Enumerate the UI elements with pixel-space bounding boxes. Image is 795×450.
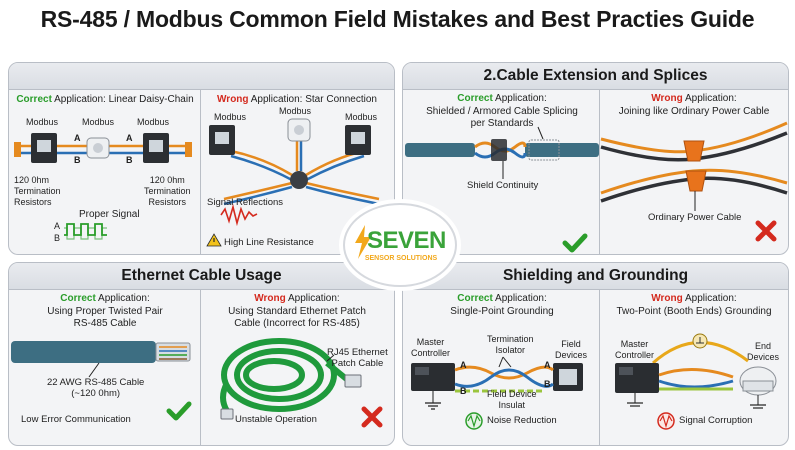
correct-caption: Correct Application: Linear Daisy-Chain (11, 94, 199, 107)
line-a-label: A (126, 133, 133, 143)
signal-b-label: B (54, 233, 61, 243)
termination-left: 120 0hm Termination Resistors (14, 175, 61, 207)
reflections-label: Signal Reflections (207, 197, 284, 208)
single-point-grounding-diagram (411, 356, 583, 430)
correct-label-suffix: Application: (492, 293, 547, 304)
a-label: A (460, 360, 467, 370)
logo-brand: SEVEN (367, 227, 446, 254)
low-error-label: Low Error Communication (21, 414, 131, 425)
correct-label: Correct (16, 94, 52, 105)
resistance-label: High Line Resistance (224, 237, 314, 248)
wrong-desc: Application: Star Connection (248, 94, 377, 105)
rs485-cable-label: 22 AWG RS-485 Cable (~120 0hm) (47, 377, 145, 399)
device-label: Modbus (279, 106, 312, 116)
termination-right: 120 0hm Termination Resistors (144, 175, 191, 207)
line-a-label: A (74, 133, 81, 143)
wrong-label: Wrong (651, 293, 683, 304)
line-b-label: B (126, 155, 133, 165)
correct-label-suffix: Application: (95, 293, 150, 304)
insulat-label: Field Device Insulat (487, 389, 537, 410)
correct-caption: Correct Application: Using Proper Twiste… (11, 293, 199, 331)
wrong-label: Wrong (217, 94, 249, 105)
signal-label: Proper Signal (79, 209, 140, 220)
panel-cable-extension: 2.Cable Extension and Splices Correct Ap… (402, 62, 789, 255)
twisted-pair-diagram (11, 341, 192, 421)
brand-logo: SEVEN SENSOR SOLUTIONS (343, 203, 457, 287)
wrong-label-suffix: Application: (682, 293, 737, 304)
correct-desc: Application: Linear Daisy-Chain (51, 94, 194, 105)
panel-divider (200, 89, 201, 254)
correct-caption: Correct Application: Shielded / Armored … (405, 93, 599, 131)
device-label: Modbus (214, 112, 247, 122)
panel-ethernet: Ethernet Cable Usage Correct Application… (8, 262, 395, 446)
panel-daisy-chain: Correct Application: Linear Daisy-Chain … (8, 62, 395, 255)
wrong-desc: Using Standard Ethernet Patch Cable (Inc… (228, 305, 366, 330)
correct-label: Correct (457, 293, 493, 304)
master-controller-label: Master Controller (615, 339, 655, 360)
device-label: Modbus (345, 112, 378, 122)
panel-header: Shielding and Grounding (403, 263, 788, 290)
patch-cable-label: RJ45 Ethernet Patch Cable (327, 347, 388, 369)
wrong-label: Wrong (254, 293, 286, 304)
device-label: Modbus (26, 117, 59, 127)
correct-desc: Single-Point Grounding (450, 305, 554, 317)
device-label: Modbus (82, 117, 115, 127)
panel-header: 2.Cable Extension and Splices (403, 63, 788, 90)
wrong-desc: Two-Point (Booth Ends) Grounding (616, 305, 772, 317)
star-connection-diagram (206, 118, 380, 247)
correct-desc: Using Proper Twisted Pair RS-485 Cable (47, 305, 163, 330)
power-cable-label: Ordinary Power Cable (648, 212, 742, 223)
isolator-label: Termination Isolator (487, 334, 534, 355)
device-label: Modbus (137, 117, 170, 127)
correct-label: Correct (60, 293, 96, 304)
logo-tagline: SENSOR SOLUTIONS (364, 255, 438, 262)
correct-desc: Shielded / Armored Cable Splicing per St… (426, 105, 578, 130)
shield-continuity-label: Shield Continuity (467, 180, 539, 191)
wrong-label-suffix: Application: (682, 93, 737, 104)
b-label: B (460, 386, 467, 396)
shielded-splice-diagram (405, 126, 599, 253)
field-devices-label: Field Devices (555, 339, 588, 360)
daisy-chain-diagram (14, 133, 192, 240)
wrong-caption: Wrong Application: Using Standard Ethern… (202, 293, 392, 331)
panel-divider (200, 289, 201, 445)
panel-divider (599, 89, 600, 254)
panel-header (9, 63, 394, 90)
lightning-bolt-icon (355, 225, 371, 259)
wrong-label-suffix: Application: (285, 293, 340, 304)
wrong-desc: Joining like Ordinary Power Cable (618, 105, 770, 117)
panel-divider (599, 289, 600, 445)
correct-label-suffix: Application: (492, 93, 547, 104)
ethernet-patch-cable-diagram (220, 338, 383, 428)
power-cable-splice-diagram (600, 121, 788, 242)
noise-reduction-label: Noise Reduction (487, 415, 557, 426)
two-point-grounding-diagram (615, 333, 777, 430)
master-controller-label: Master Controller (411, 337, 451, 358)
page-title: RS-485 / Modbus Common Field Mistakes an… (40, 6, 755, 32)
wrong-caption: Wrong Application: Joining like Ordinary… (601, 93, 787, 118)
signal-corruption-label: Signal Corruption (679, 415, 753, 426)
panel-header: Ethernet Cable Usage (9, 263, 394, 290)
correct-caption: Correct Application: Single-Point Ground… (405, 293, 599, 318)
wrong-label: Wrong (651, 93, 683, 104)
correct-label: Correct (457, 93, 493, 104)
a-label: A (544, 360, 551, 370)
line-b-label: B (74, 155, 81, 165)
signal-a-label: A (54, 221, 61, 231)
unstable-operation-label: Unstable Operation (235, 414, 317, 425)
wrong-caption: Wrong Application: Two-Point (Booth Ends… (601, 293, 787, 318)
b-label: B (544, 379, 551, 389)
panel-shielding: Shielding and Grounding Correct Applicat… (402, 262, 789, 446)
wrong-caption: Wrong Application: Star Connection (202, 94, 392, 107)
end-devices-label: End Devices (747, 341, 780, 362)
